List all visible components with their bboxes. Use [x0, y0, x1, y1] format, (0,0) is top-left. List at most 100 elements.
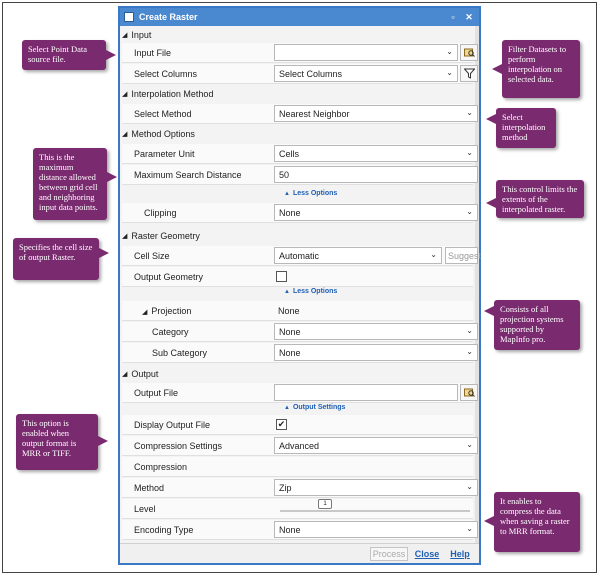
- chevron-up-icon: ▲: [284, 289, 290, 295]
- input-file-select[interactable]: ⌄: [274, 44, 458, 61]
- row-encoding-type: Encoding Type None ⌄: [122, 520, 478, 540]
- compression-settings-dropdown[interactable]: Advanced ⌄: [274, 437, 478, 454]
- help-button[interactable]: Help: [450, 549, 470, 559]
- less-options-link-2[interactable]: ▲Less Options: [284, 288, 338, 295]
- chevron-down-icon: ⌄: [430, 250, 437, 259]
- encoding-type-label: Encoding Type: [134, 525, 194, 535]
- restore-icon[interactable]: ▫: [451, 12, 455, 22]
- callout-projection: Consists of all projection systems suppo…: [484, 300, 580, 350]
- select-columns-label: Select Columns: [134, 69, 198, 79]
- output-file-input[interactable]: [274, 384, 458, 401]
- close-icon[interactable]: ✕: [465, 11, 473, 22]
- collapse-icon: ◢: [122, 91, 128, 98]
- cell-size-dropdown[interactable]: Automatic ⌄: [274, 247, 442, 264]
- sub-category-dropdown[interactable]: None ⌄: [274, 344, 478, 361]
- scrollbar[interactable]: [475, 26, 479, 543]
- chevron-down-icon: ⌄: [466, 347, 473, 356]
- output-geometry-checkbox[interactable]: [276, 271, 287, 282]
- chevron-down-icon: ⌄: [466, 148, 473, 157]
- browse-output-file-button[interactable]: [460, 384, 478, 401]
- callout-cell-size: Specifies the cell size of output Raster…: [13, 238, 109, 280]
- chevron-up-icon: ▲: [284, 405, 290, 411]
- row-projection: ◢Projection None: [122, 301, 473, 321]
- compression-settings-label: Compression Settings: [134, 441, 223, 451]
- suggest-button[interactable]: Suggest: [445, 247, 481, 264]
- chevron-down-icon: ⌄: [466, 326, 473, 335]
- parameter-unit-dropdown[interactable]: Cells ⌄: [274, 145, 478, 162]
- collapse-icon[interactable]: ◢: [142, 309, 148, 316]
- chevron-down-icon: ⌄: [466, 482, 473, 491]
- collapse-icon: ◢: [122, 32, 128, 39]
- chevron-up-icon: ▲: [284, 191, 290, 197]
- row-parameter-unit: Parameter Unit Cells ⌄: [122, 144, 478, 164]
- row-clipping: Clipping None ⌄: [122, 203, 478, 223]
- max-search-distance-input[interactable]: 50: [274, 166, 478, 183]
- row-input-file: Input File ⌄: [122, 43, 478, 63]
- row-select-columns: Select Columns Select Columns ⌄: [122, 64, 478, 84]
- section-method-options[interactable]: ◢ Method Options: [122, 129, 195, 139]
- projection-label: ◢Projection: [142, 306, 192, 316]
- output-file-label: Output File: [134, 388, 179, 398]
- filter-button[interactable]: [460, 65, 478, 82]
- sub-category-label: Sub Category: [152, 348, 208, 358]
- method-label: Method: [134, 483, 165, 493]
- cell-size-label: Cell Size: [134, 251, 170, 261]
- clipping-dropdown[interactable]: None ⌄: [274, 204, 478, 221]
- level-slider-thumb[interactable]: 1: [318, 499, 332, 509]
- row-category: Category None ⌄: [122, 322, 478, 342]
- method-dropdown[interactable]: Zip ⌄: [274, 479, 478, 496]
- chevron-down-icon: ⌄: [466, 440, 473, 449]
- create-raster-dialog: Create Raster ▫ ✕ ◢ Input Input File ⌄ S…: [118, 6, 481, 565]
- row-output-file: Output File: [122, 383, 478, 403]
- row-compression: Compression: [122, 457, 473, 477]
- select-method-dropdown[interactable]: Nearest Neighbor ⌄: [274, 105, 478, 122]
- level-label: Level: [134, 504, 156, 514]
- row-select-method: Select Method Nearest Neighbor ⌄: [122, 104, 478, 124]
- level-slider-track[interactable]: [280, 510, 470, 512]
- collapse-icon: ◢: [122, 371, 128, 378]
- compression-label: Compression: [134, 462, 188, 472]
- callout-compression: This option is enabled when output forma…: [16, 414, 108, 470]
- category-label: Category: [152, 327, 189, 337]
- close-button[interactable]: Close: [414, 549, 440, 559]
- browse-input-file-button[interactable]: [460, 44, 478, 61]
- filter-icon: [463, 68, 475, 79]
- chevron-down-icon: ⌄: [446, 47, 453, 56]
- display-output-file-checkbox[interactable]: ✔: [276, 419, 287, 430]
- projection-value: None: [278, 306, 300, 316]
- section-output[interactable]: ◢ Output: [122, 369, 159, 379]
- chevron-down-icon: ⌄: [466, 524, 473, 533]
- select-columns-dropdown[interactable]: Select Columns ⌄: [274, 65, 458, 82]
- search-folder-icon: [463, 48, 475, 57]
- row-cell-size: Cell Size Automatic ⌄ Suggest: [122, 246, 481, 266]
- output-geometry-label: Output Geometry: [134, 272, 204, 282]
- callout-encoding: It enables to compress the data when sav…: [484, 492, 580, 552]
- input-file-label: Input File: [134, 48, 172, 58]
- process-button[interactable]: Process: [370, 547, 408, 561]
- callout-filter: Filter Datasets to perform interpolation…: [492, 40, 580, 98]
- category-dropdown[interactable]: None ⌄: [274, 323, 478, 340]
- row-method: Method Zip ⌄: [122, 478, 478, 498]
- collapse-icon: ◢: [122, 131, 128, 138]
- title-bar: Create Raster ▫ ✕: [120, 8, 479, 26]
- section-interpolation[interactable]: ◢ Interpolation Method: [122, 89, 214, 99]
- row-sub-category: Sub Category None ⌄: [122, 343, 478, 363]
- dialog-footer: Process Close Help: [120, 543, 479, 563]
- row-output-geometry: Output Geometry: [122, 267, 473, 287]
- app-icon: [124, 12, 134, 22]
- max-search-distance-label: Maximum Search Distance: [134, 170, 242, 180]
- callout-clipping: This control limits the extents of the i…: [486, 180, 584, 218]
- less-options-link[interactable]: ▲Less Options: [284, 190, 338, 197]
- parameter-unit-label: Parameter Unit: [134, 149, 195, 159]
- section-input[interactable]: ◢ Input: [122, 30, 152, 40]
- output-settings-link[interactable]: ▲Output Settings: [284, 404, 346, 411]
- encoding-type-dropdown[interactable]: None ⌄: [274, 521, 478, 538]
- row-display-output-file: Display Output File ✔: [122, 415, 473, 435]
- properties-panel: ◢ Input Input File ⌄ Select Columns Sele…: [120, 26, 481, 543]
- collapse-icon: ◢: [122, 233, 128, 240]
- select-method-label: Select Method: [134, 109, 192, 119]
- section-raster-geometry[interactable]: ◢ Raster Geometry: [122, 231, 200, 241]
- row-max-search-distance: Maximum Search Distance 50: [122, 165, 478, 185]
- callout-interp: Select interpolation method: [486, 108, 556, 148]
